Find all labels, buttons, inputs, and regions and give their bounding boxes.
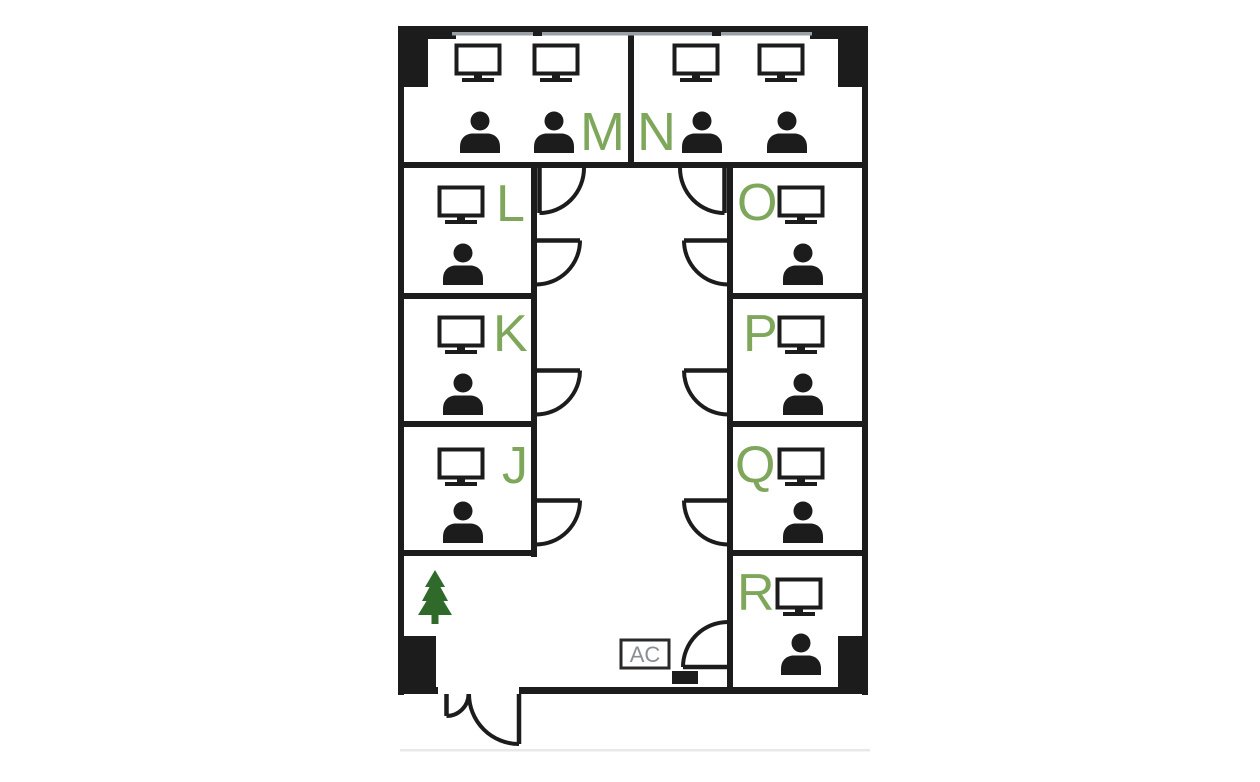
wall-divider-o-p (727, 293, 868, 299)
room-label-q: Q (735, 436, 775, 494)
door-arc (539, 167, 586, 215)
person-icon (460, 111, 500, 153)
door-room-n (678, 167, 727, 215)
wall-corridor-left (531, 162, 537, 557)
monitor-icon (437, 315, 485, 355)
doors (444, 167, 729, 746)
person-icon (767, 111, 807, 153)
door-arc (678, 167, 725, 215)
person-icon (534, 111, 574, 153)
door-room-p (682, 368, 729, 417)
door-room-j (535, 498, 582, 547)
room-label-o: O (737, 174, 777, 232)
room-m: M (454, 43, 625, 162)
door-arc (467, 693, 520, 746)
wall-divider-m-n (628, 26, 634, 168)
door-arc (682, 500, 729, 547)
wall-j-bottom (398, 550, 537, 556)
monitor-icon (777, 447, 825, 487)
ac-unit-group: AC (619, 638, 698, 684)
monitor-icon (454, 43, 502, 83)
door-arc (682, 370, 729, 417)
door-room-k (535, 368, 582, 417)
window-mullion (712, 30, 721, 36)
ac-unit (672, 671, 698, 684)
wall-divider-q-r (727, 550, 868, 556)
ac-label-box (619, 638, 671, 670)
pillar-top-right (838, 26, 868, 87)
monitor-icon (672, 43, 720, 83)
wall-mn-bottom (398, 162, 868, 168)
monitor-icon (777, 185, 825, 225)
door-room-r (681, 620, 729, 670)
person-icon (783, 243, 823, 285)
room-n: N (637, 43, 807, 162)
door-arc (535, 240, 582, 287)
door-arc (446, 693, 471, 718)
person-icon (783, 373, 823, 415)
room-k: K (437, 305, 528, 415)
wall-r-left (727, 550, 733, 694)
entrance-door-main (467, 693, 522, 746)
door-arc (681, 620, 729, 668)
wall-divider-k-j (398, 421, 537, 427)
monitor-icon (777, 315, 825, 355)
room-q: Q (735, 436, 825, 543)
pillar-top-left (398, 26, 428, 87)
tree-icon (418, 570, 452, 624)
room-label-k: K (493, 305, 528, 363)
entrance-door-side (444, 693, 471, 718)
wall-outer-left (398, 26, 404, 695)
room-label-n: N (637, 102, 676, 162)
monitor-icon (757, 43, 805, 83)
door-room-m (537, 167, 586, 215)
wall-outer-bottom-right (519, 687, 868, 694)
room-r: R (737, 564, 823, 675)
wall-corridor-right (727, 162, 733, 557)
room-label-l: L (496, 175, 525, 233)
wall-divider-l-k (398, 293, 537, 299)
window-mullion (533, 30, 542, 36)
walls (398, 26, 868, 695)
monitor-icon (437, 185, 485, 225)
room-label-r: R (737, 564, 775, 622)
room-p: P (743, 305, 825, 415)
person-icon (781, 633, 821, 675)
person-icon (443, 243, 483, 285)
door-room-l (535, 238, 582, 287)
person-icon (682, 111, 722, 153)
person-icon (783, 501, 823, 543)
monitor-icon (437, 447, 485, 487)
monitor-icon (775, 577, 823, 617)
room-j: J (437, 437, 528, 543)
wall-divider-p-q (727, 421, 868, 427)
door-arc (682, 240, 729, 287)
wall-outer-right (862, 26, 868, 695)
room-label-m: M (580, 102, 625, 162)
room-o: O (737, 174, 825, 285)
door-arc (535, 500, 582, 547)
room-label-j: J (502, 437, 528, 495)
window-line (452, 32, 812, 36)
pillar-bottom-left (398, 636, 436, 693)
door-arc (535, 370, 582, 417)
door-room-q (682, 498, 729, 547)
ac-label: AC (630, 642, 661, 667)
person-icon (443, 373, 483, 415)
window-band (452, 30, 812, 36)
door-room-o (682, 238, 729, 287)
room-label-p: P (743, 305, 778, 363)
monitor-icon (532, 43, 580, 83)
pillar-bottom-right (838, 636, 868, 693)
room-l: L (437, 175, 525, 285)
pillars (398, 26, 868, 693)
person-icon (443, 501, 483, 543)
image-edge-line (400, 749, 870, 752)
